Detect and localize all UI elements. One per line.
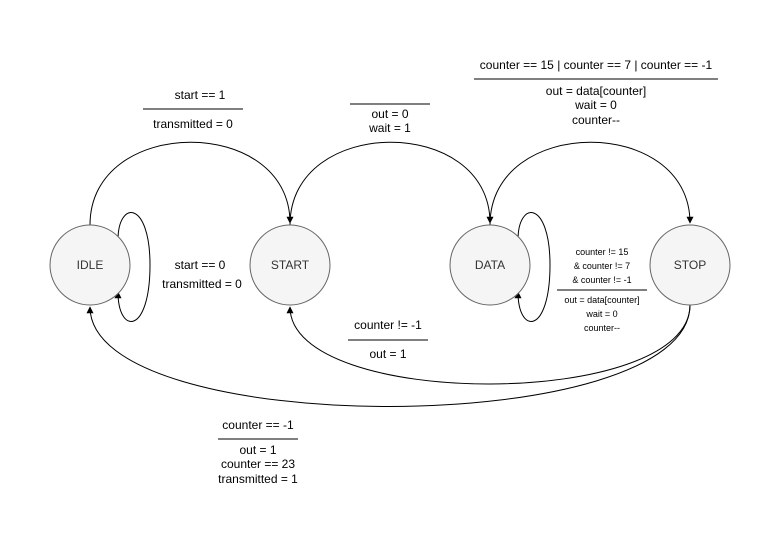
action-text: counter-- bbox=[572, 113, 620, 127]
label-stop-to-idle: counter == -1 out = 1 counter == 23 tran… bbox=[218, 418, 298, 486]
state-idle: IDLE bbox=[49, 224, 131, 306]
action-text: counter == 23 bbox=[221, 457, 295, 471]
state-start: START bbox=[249, 224, 331, 306]
action-text: out = data[counter] bbox=[546, 84, 646, 98]
label-idle-to-start: start == 1 transmitted = 0 bbox=[143, 88, 243, 131]
state-idle-circle bbox=[49, 224, 131, 306]
action-text: wait = 0 bbox=[585, 309, 617, 319]
state-idle-label: IDLE bbox=[77, 258, 104, 272]
state-stop-circle bbox=[649, 224, 731, 306]
state-data: DATA bbox=[449, 224, 531, 306]
condition-text: start == 0 bbox=[175, 258, 226, 272]
edge-stop-to-start bbox=[286, 304, 691, 385]
label-data-self-loop: counter != 15 & counter != 7 & counter !… bbox=[557, 247, 647, 333]
action-text: wait = 0 bbox=[574, 98, 617, 112]
action-text: transmitted = 0 bbox=[162, 277, 242, 291]
edge-start-to-data bbox=[289, 141, 494, 226]
condition-text: counter != 15 bbox=[576, 247, 629, 257]
action-text: out = 1 bbox=[369, 347, 406, 361]
state-start-circle bbox=[249, 224, 331, 306]
condition-text: & counter != -1 bbox=[572, 275, 631, 285]
label-start-to-data: out = 0 wait = 1 bbox=[350, 103, 430, 135]
action-text: transmitted = 0 bbox=[153, 117, 233, 131]
condition-text: counter != -1 bbox=[354, 318, 422, 332]
action-text: transmitted = 1 bbox=[218, 472, 298, 486]
edge-data-to-stop bbox=[489, 141, 694, 226]
state-stop-label: STOP bbox=[674, 258, 706, 272]
state-stop: STOP bbox=[649, 224, 731, 306]
condition-text: start == 1 bbox=[175, 88, 226, 102]
edge-idle-to-start bbox=[89, 141, 294, 226]
action-text: counter-- bbox=[584, 323, 620, 333]
edge-stop-to-idle bbox=[86, 304, 691, 407]
action-text: out = 1 bbox=[239, 443, 276, 457]
label-stop-to-start: counter != -1 out = 1 bbox=[348, 318, 428, 361]
state-data-label: DATA bbox=[475, 258, 505, 272]
action-text: out = data[counter] bbox=[564, 295, 639, 305]
condition-text: counter == 15 | counter == 7 | counter =… bbox=[480, 58, 713, 72]
condition-text: counter == -1 bbox=[222, 418, 294, 432]
state-start-label: START bbox=[271, 258, 310, 272]
edge-idle-self-loop bbox=[114, 212, 151, 322]
label-idle-self-loop: start == 0 transmitted = 0 bbox=[162, 258, 242, 291]
action-text: wait = 1 bbox=[368, 121, 411, 135]
condition-text: & counter != 7 bbox=[574, 261, 630, 271]
state-data-circle bbox=[449, 224, 531, 306]
edge-data-self-loop bbox=[514, 212, 551, 322]
action-text: out = 0 bbox=[371, 107, 408, 121]
label-data-to-stop: counter == 15 | counter == 7 | counter =… bbox=[474, 58, 718, 127]
